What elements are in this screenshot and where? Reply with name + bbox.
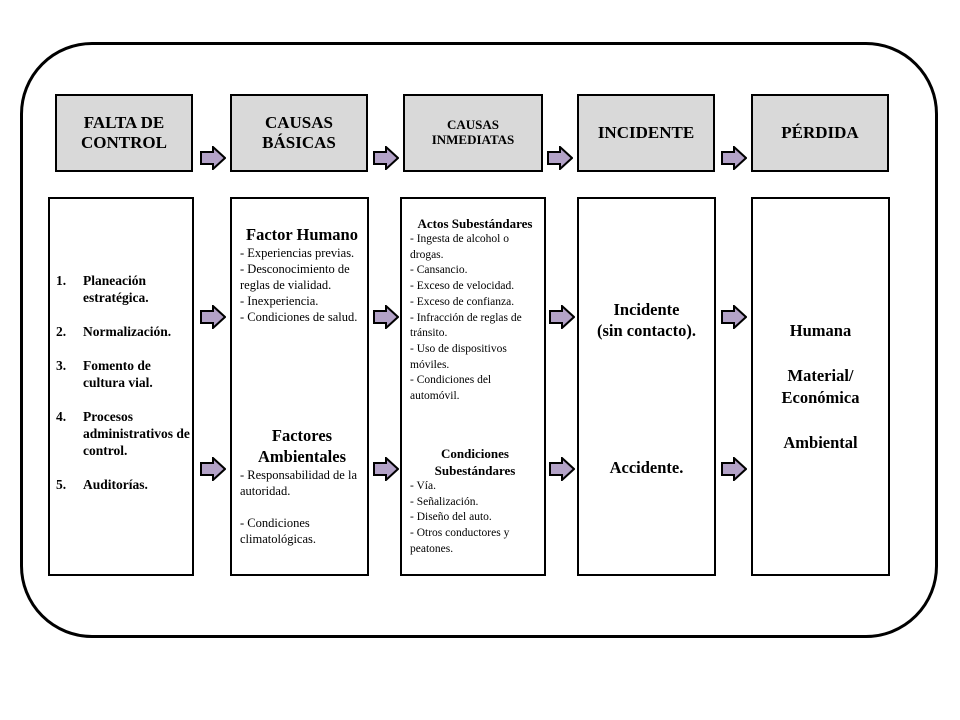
- list-item: - Desconocimiento de reglas de vialidad.: [240, 262, 350, 292]
- arrow-right-icon: [721, 457, 747, 481]
- list-item: 3.Fomento de cultura vial.: [56, 358, 153, 390]
- arrow-right-icon: [549, 305, 575, 329]
- list-item: - Uso de dispositivos móviles.: [410, 342, 507, 371]
- substandard-conditions-list: - Vía. - Señalización. - Diseño del auto…: [410, 479, 540, 558]
- incident-no-contact: Incidente (sin contacto).: [597, 300, 696, 340]
- list-item: - Exceso de confianza.: [410, 295, 515, 308]
- list-item: 5.Auditorías.: [56, 477, 148, 492]
- control-list: 1.Planeación estratégica. 2.Normalizació…: [56, 272, 190, 510]
- environmental-factors-title: Factores Ambientales: [258, 426, 346, 466]
- arrow-right-icon: [200, 146, 226, 170]
- header-label: PÉRDIDA: [781, 123, 859, 143]
- loss-human: Humana: [789, 321, 852, 340]
- list-item: - Inexperiencia.: [240, 294, 319, 308]
- arrow-right-icon: [373, 146, 399, 170]
- header-label: CAUSAS INMEDIATAS: [431, 117, 515, 147]
- list-item: - Cansancio.: [410, 264, 468, 277]
- list-item: - Ingesta de alcohol o drogas.: [410, 233, 509, 261]
- arrow-right-icon: [373, 457, 399, 481]
- human-factor-list: - Experiencias previas. - Desconocimient…: [240, 245, 364, 325]
- substandard-acts-group: Actos Subestándares - Ingesta de alcohol…: [410, 215, 540, 405]
- loss-material: Material/ Económica: [781, 366, 860, 407]
- substandard-acts-title: Actos Subestándares: [417, 216, 533, 231]
- box-causas-inmediatas: Actos Subestándares - Ingesta de alcohol…: [400, 197, 546, 576]
- box-falta-de-control: 1.Planeación estratégica. 2.Normalizació…: [48, 197, 194, 576]
- list-item: - Infracción de reglas de tránsito.: [410, 311, 522, 340]
- list-item: - Condiciones climatológicas.: [240, 516, 317, 546]
- list-item: - Condiciones del automóvil.: [410, 374, 492, 403]
- human-factor-group: Factor Humano - Experiencias previas. - …: [240, 224, 364, 325]
- header-causas-inmediatas: CAUSAS INMEDIATAS: [403, 94, 543, 172]
- arrow-right-icon: [721, 305, 747, 329]
- substandard-conditions-group: Condiciones Subestándares - Vía. - Señal…: [410, 445, 540, 558]
- header-falta-de-control: FALTA DE CONTROL: [55, 94, 193, 172]
- loss-environmental: Ambiental: [783, 433, 858, 452]
- header-causas-basicas: CAUSAS BÁSICAS: [230, 94, 368, 172]
- list-item: 1.Planeación estratégica.: [56, 273, 149, 305]
- arrow-right-icon: [721, 146, 747, 170]
- list-item: - Responsabilidad de la autoridad.: [240, 468, 357, 498]
- environmental-factors-list: - Responsabilidad de la autoridad. - Con…: [240, 467, 364, 547]
- arrow-right-icon: [373, 305, 399, 329]
- box-causas-basicas: Factor Humano - Experiencias previas. - …: [230, 197, 369, 576]
- list-item: - Señalización.: [410, 495, 479, 508]
- header-incidente: INCIDENTE: [577, 94, 715, 172]
- substandard-conditions-title: Condiciones Subestándares: [434, 446, 516, 478]
- arrow-right-icon: [549, 457, 575, 481]
- substandard-acts-list: - Ingesta de alcohol o drogas. - Cansanc…: [410, 232, 540, 405]
- list-item: - Vía.: [410, 480, 436, 492]
- header-label: FALTA DE CONTROL: [81, 113, 167, 152]
- arrow-right-icon: [200, 457, 226, 481]
- environmental-factors-group: Factores Ambientales - Responsabilidad d…: [240, 425, 364, 547]
- diagram-frame: [20, 42, 938, 638]
- arrow-right-icon: [200, 305, 226, 329]
- list-item: 4.Procesos administrativos de control.: [56, 409, 190, 458]
- accident: Accidente.: [609, 458, 684, 477]
- header-label: CAUSAS BÁSICAS: [262, 113, 336, 152]
- list-item: - Exceso de velocidad.: [410, 280, 515, 293]
- box-perdida: Humana Material/ Económica Ambiental: [751, 197, 890, 576]
- list-item: - Experiencias previas.: [240, 246, 355, 260]
- list-item: 2.Normalización.: [56, 324, 172, 339]
- box-incidente: Incidente (sin contacto). Accidente.: [577, 197, 716, 576]
- list-item: - Otros conductores y peatones.: [410, 527, 510, 555]
- list-item: - Condiciones de salud.: [240, 310, 358, 324]
- human-factor-title: Factor Humano: [246, 225, 358, 244]
- header-label: INCIDENTE: [597, 123, 695, 143]
- header-perdida: PÉRDIDA: [751, 94, 889, 172]
- list-spacer: [240, 499, 364, 515]
- arrow-right-icon: [547, 146, 573, 170]
- list-item: - Diseño del auto.: [410, 511, 492, 524]
